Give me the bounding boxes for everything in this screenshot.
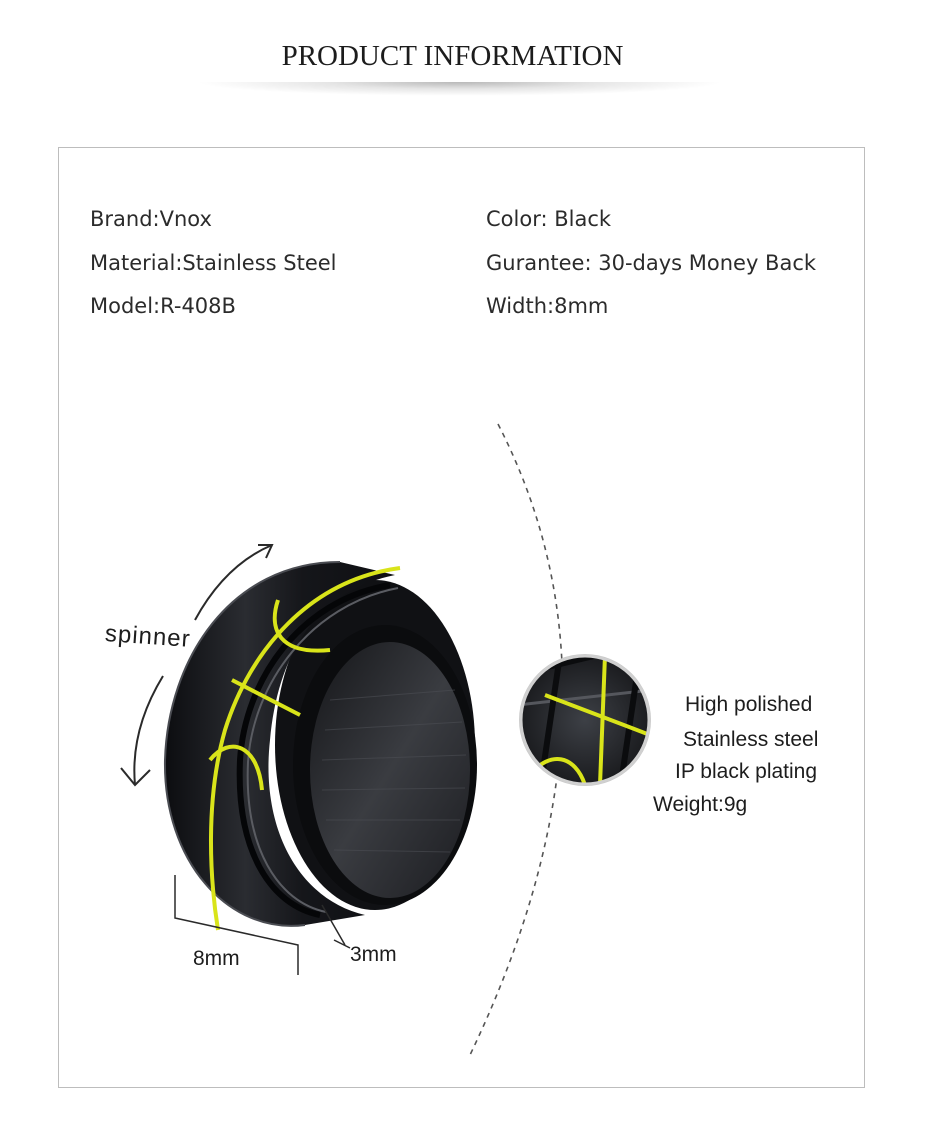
- width-label: 8mm: [193, 947, 240, 970]
- ring-body: [163, 561, 477, 931]
- spec-color: Color: Black: [486, 207, 612, 231]
- spec-brand: Brand:Vnox: [90, 207, 212, 231]
- feature-weight: Weight:9g: [653, 793, 748, 816]
- spinner-arrows: [120, 544, 274, 787]
- edge-dimension: [321, 904, 351, 949]
- spec-width: Width:8mm: [486, 294, 609, 318]
- width-dimension: [174, 875, 299, 975]
- title-underline-shadow: [195, 82, 725, 96]
- spec-material: Material:Stainless Steel: [90, 251, 337, 275]
- edge-label: 3mm: [350, 943, 397, 966]
- zoom-detail: [519, 654, 651, 786]
- feature-stainless: Stainless steel: [683, 728, 819, 751]
- spec-model: Model:R-408B: [90, 294, 236, 318]
- page-title: PRODUCT INFORMATION: [281, 40, 624, 72]
- feature-polished: High polished: [685, 693, 813, 716]
- info-panel: [58, 147, 865, 1088]
- feature-plating: IP black plating: [675, 760, 818, 783]
- spec-guarantee: Gurantee: 30-days Money Back: [486, 251, 817, 275]
- spinner-label: spinner: [104, 620, 192, 653]
